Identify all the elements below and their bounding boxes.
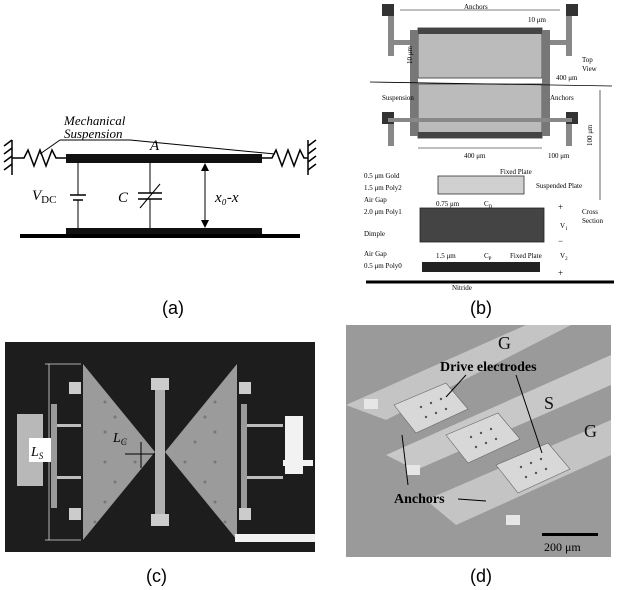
left-spring bbox=[12, 147, 66, 169]
suspension-label-2: Suspension bbox=[64, 126, 123, 141]
poly0-layer bbox=[422, 262, 540, 272]
dimple-label: Dimple bbox=[364, 230, 385, 238]
layer-poly1: 2.0 μm Poly1 bbox=[364, 208, 402, 216]
caption-d: (d) bbox=[470, 566, 492, 586]
panel-a-diagram: Mechanical Suspension A VDC C x₀-x bbox=[3, 113, 317, 238]
panel-c-sem: LS LC bbox=[5, 342, 315, 552]
left-triangle-plate bbox=[83, 364, 155, 540]
minus: − bbox=[558, 236, 563, 246]
capacitance-label: C bbox=[118, 190, 129, 206]
anchors-label: Anchors bbox=[394, 492, 445, 507]
bottom-plate bbox=[66, 228, 262, 236]
layer-poly0: 0.5 μm Poly0 bbox=[364, 262, 402, 270]
v1-label: V1 bbox=[560, 222, 568, 232]
lc-label: LC bbox=[112, 431, 128, 447]
right-wall bbox=[307, 139, 317, 175]
dim-10um-top: 10 μm bbox=[528, 16, 547, 24]
fixed-plate-top: Fixed Plate bbox=[500, 168, 532, 176]
vdc-label: VDC bbox=[32, 188, 56, 206]
poly1-layer bbox=[419, 207, 545, 243]
top-anchor-right bbox=[566, 4, 578, 16]
fixed-plate-bottom: Fixed Plate bbox=[510, 252, 542, 260]
layer-poly2: 1.5 μm Poly2 bbox=[364, 184, 402, 192]
lower-plate bbox=[417, 83, 543, 139]
caption-b: (b) bbox=[470, 298, 492, 318]
right-spring bbox=[262, 147, 308, 169]
gap-label: x₀-x bbox=[214, 190, 239, 206]
top-anchor-left bbox=[382, 4, 394, 16]
anchors-right-label: Anchors bbox=[550, 94, 574, 102]
gold-layer bbox=[437, 175, 525, 195]
air-gap-2: Air Gap bbox=[364, 250, 387, 258]
suspension-label: Suspension bbox=[382, 94, 414, 102]
suspended-plate: Suspended Plate bbox=[536, 182, 582, 190]
suspended-plates bbox=[393, 382, 571, 494]
right-triangle-plate bbox=[165, 364, 237, 540]
plus-2: + bbox=[558, 268, 563, 278]
caption-a: (a) bbox=[162, 298, 184, 318]
left-wall bbox=[3, 139, 13, 175]
panel-d-sem: Drive electrodes Anchors G S G 200 μm bbox=[346, 325, 611, 557]
right-electrode bbox=[285, 416, 303, 474]
g-right-label: G bbox=[584, 421, 597, 441]
scale-bar-label: 200 μm bbox=[544, 540, 581, 554]
cp-label: CP bbox=[484, 252, 492, 262]
top-view-2: View bbox=[582, 65, 598, 73]
drive-electrodes-label: Drive electrodes bbox=[440, 360, 537, 375]
cross-section-2: Section bbox=[582, 217, 603, 225]
v2-label: V2 bbox=[560, 252, 568, 262]
dim-100um-right: 100 μm bbox=[548, 152, 570, 160]
dim-15: 1.5 μm bbox=[436, 252, 456, 260]
top-view-1: Top bbox=[582, 56, 593, 64]
s-label: S bbox=[544, 393, 554, 413]
dim-10um-left: 10 μm bbox=[406, 45, 414, 64]
ls-label: LS bbox=[30, 445, 44, 461]
top-plate bbox=[66, 154, 262, 163]
center-beam bbox=[155, 384, 165, 520]
cross-section-1: Cross bbox=[582, 208, 598, 216]
dim-075: 0.75 μm bbox=[436, 200, 460, 208]
scale-bar bbox=[542, 533, 598, 536]
panel-b-diagram: Anchors 10 μm 10 μm Top View 400 μm Susp… bbox=[364, 3, 614, 292]
area-label: A bbox=[149, 138, 160, 154]
suspension-label-1: Mechanical bbox=[63, 113, 126, 128]
nitride-label: Nitride bbox=[452, 284, 472, 292]
g-top-label: G bbox=[498, 333, 511, 353]
air-gap-1: Air Gap bbox=[364, 196, 387, 204]
plus-1: + bbox=[558, 202, 563, 212]
upper-plate bbox=[417, 27, 543, 79]
caption-c: (c) bbox=[146, 566, 167, 586]
dim-400um-bottom: 400 μm bbox=[464, 152, 486, 160]
layer-gold: 0.5 μm Gold bbox=[364, 172, 400, 180]
dim-100um-vert: 100 μm bbox=[586, 124, 594, 146]
dim-400um-right: 400 μm bbox=[556, 74, 578, 82]
anchors-top-label: Anchors bbox=[464, 3, 488, 11]
cd-label: CD bbox=[484, 200, 493, 210]
